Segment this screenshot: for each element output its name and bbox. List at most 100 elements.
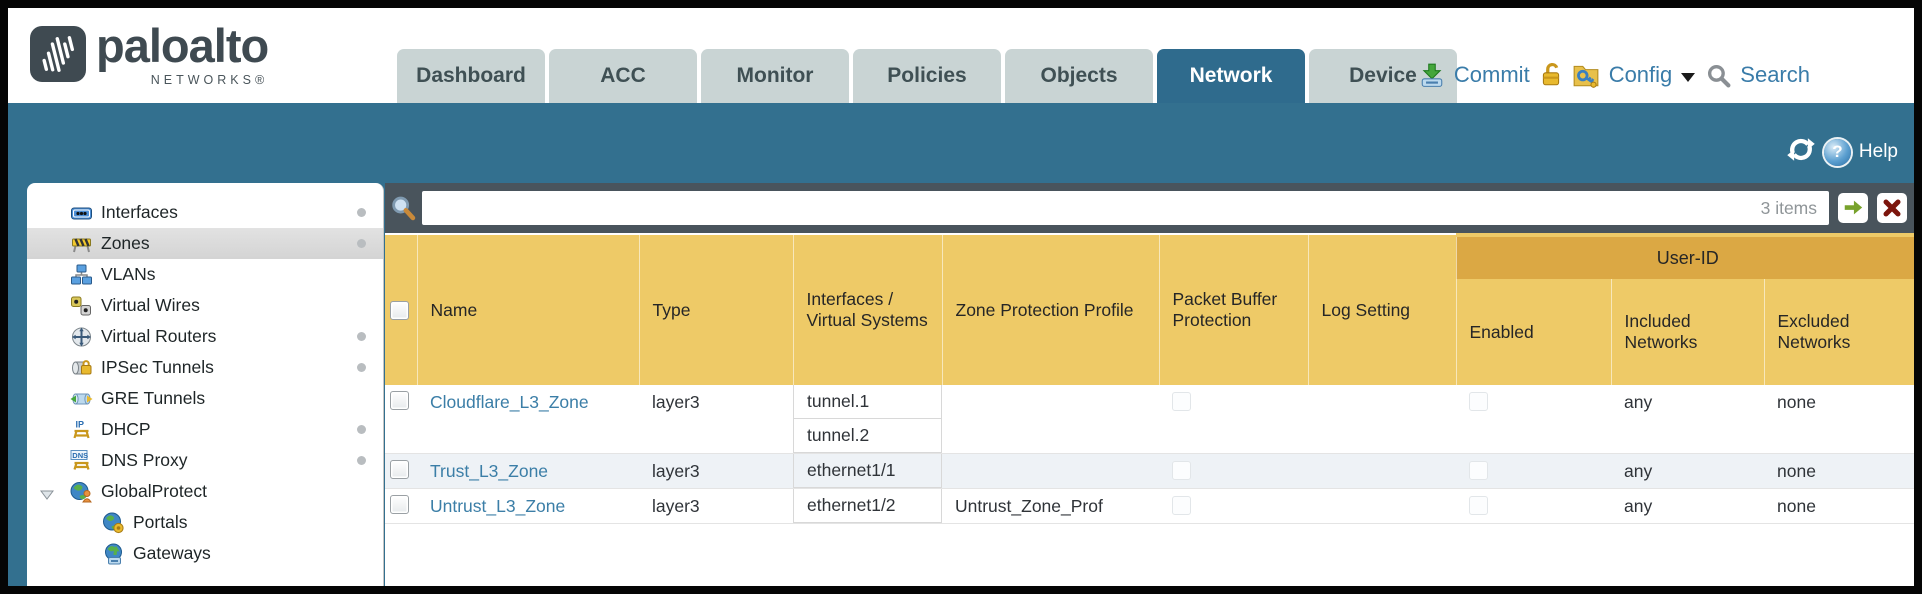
sidebar-item-gateways[interactable]: Gateways	[27, 538, 383, 569]
zone-protection-profile	[942, 385, 1159, 454]
config-dropdown-caret-icon[interactable]	[1681, 72, 1696, 82]
lock-icon[interactable]	[1539, 62, 1563, 88]
zones-icon	[69, 233, 93, 255]
brand-name: paloalto	[96, 19, 269, 72]
expander-triangle-icon[interactable]	[40, 485, 54, 506]
status-dot	[357, 239, 366, 248]
commit-button[interactable]: Commit	[1453, 62, 1530, 87]
sidebar-item-label: Zones	[101, 233, 150, 253]
refresh-icon[interactable]	[1786, 136, 1816, 168]
col-header-name[interactable]: Name	[417, 235, 640, 385]
svg-text:DNS: DNS	[72, 451, 88, 460]
sidebar-item-virtual-routers[interactable]: Virtual Routers	[27, 321, 383, 352]
sidebar-item-dns-proxy[interactable]: DNS DNS Proxy	[27, 445, 383, 476]
col-header-log-setting[interactable]: Log Setting	[1308, 235, 1457, 385]
filter-input[interactable]	[422, 191, 1829, 225]
search-button[interactable]: Search	[1740, 62, 1810, 87]
zone-protection-profile: Untrust_Zone_Prof	[955, 496, 1103, 516]
row-checkbox[interactable]	[390, 460, 409, 479]
sidebar-item-gre-tunnels[interactable]: GRE Tunnels	[27, 383, 383, 414]
col-header-enabled[interactable]: Enabled	[1456, 279, 1612, 385]
col-header-type[interactable]: Type	[639, 235, 794, 385]
arrow-right-icon	[1844, 200, 1863, 215]
help-label[interactable]: Help	[1858, 141, 1898, 162]
sidebar-item-label: DHCP	[101, 419, 151, 439]
sidebar-item-interfaces[interactable]: Interfaces	[27, 197, 383, 228]
zone-type: layer3	[652, 496, 700, 516]
select-all-checkbox[interactable]	[390, 300, 409, 320]
status-dot	[357, 208, 366, 217]
paloalto-logo: paloalto NETWORKS®	[30, 19, 269, 87]
sidebar-item-virtual-wires[interactable]: Virtual Wires	[27, 290, 383, 321]
virtual-wires-icon	[69, 295, 93, 317]
col-header-interfaces[interactable]: Interfaces / Virtual Systems	[793, 235, 943, 385]
apply-filter-button[interactable]	[1838, 193, 1868, 223]
included-networks: any	[1624, 461, 1653, 481]
gateways-icon	[101, 543, 125, 565]
included-networks: any	[1624, 496, 1653, 516]
help-icon[interactable]	[1823, 138, 1851, 166]
packet-buffer-protection-checkbox	[1172, 392, 1191, 411]
col-header-excluded-networks[interactable]: Excluded Networks	[1764, 279, 1914, 385]
zone-protection-profile	[942, 454, 1159, 489]
zone-interfaces: ethernet1/2	[793, 489, 942, 524]
sidebar-item-label: IPSec Tunnels	[101, 357, 214, 377]
row-checkbox[interactable]	[390, 391, 409, 410]
interface-cell: tunnel.1	[793, 385, 942, 419]
packet-buffer-protection-checkbox	[1172, 496, 1191, 515]
sidebar-item-vlans[interactable]: VLANs	[27, 259, 383, 290]
tab-device[interactable]: Device	[1309, 49, 1457, 103]
ipsec-tunnels-icon	[69, 357, 93, 379]
tab-acc[interactable]: ACC	[549, 49, 697, 103]
clear-filter-button[interactable]	[1877, 193, 1907, 223]
interfaces-icon	[69, 202, 93, 224]
sidebar-item-label: Virtual Wires	[101, 295, 200, 315]
config-icon[interactable]	[1572, 62, 1600, 88]
portals-icon	[101, 512, 125, 534]
sidebar: Interfaces Zones VLANs Virtual Wires Vir…	[27, 183, 384, 586]
sidebar-item-label: VLANs	[101, 264, 156, 284]
svg-text:IP: IP	[75, 419, 84, 429]
search-icon[interactable]	[1706, 63, 1731, 88]
main-panel: 3 items	[385, 183, 1914, 586]
tab-monitor[interactable]: Monitor	[701, 49, 849, 103]
tab-objects[interactable]: Objects	[1005, 49, 1153, 103]
zone-interfaces: ethernet1/1	[793, 454, 942, 489]
row-checkbox[interactable]	[390, 495, 409, 514]
tab-policies[interactable]: Policies	[853, 49, 1001, 103]
zone-name-link[interactable]: Cloudflare_L3_Zone	[430, 392, 589, 412]
brand-subtitle: NETWORKS®	[150, 73, 269, 87]
sidebar-item-label: DNS Proxy	[101, 450, 188, 470]
band-tools: Help	[1786, 136, 1898, 168]
table-row: Trust_L3_Zone layer3 ethernet1/1 any non…	[385, 453, 1914, 489]
filter-bar: 3 items	[385, 183, 1914, 233]
sidebar-item-label: Gateways	[133, 543, 211, 563]
vlans-icon	[69, 264, 93, 286]
status-dot	[357, 363, 366, 372]
col-group-user-id: User-ID	[1456, 233, 1914, 279]
interface-cell: ethernet1/1	[793, 454, 942, 488]
config-button[interactable]: Config	[1608, 62, 1673, 87]
sidebar-item-dhcp[interactable]: IP DHCP	[27, 414, 383, 445]
col-header-packet-buffer-protection[interactable]: Packet Buffer Protection	[1159, 235, 1309, 385]
sidebar-item-portals[interactable]: Portals	[27, 507, 383, 538]
sidebar-item-label: Interfaces	[101, 202, 178, 222]
log-setting	[1308, 454, 1456, 489]
zone-name-link[interactable]: Trust_L3_Zone	[430, 461, 549, 481]
sidebar-item-ipsec-tunnels[interactable]: IPSec Tunnels	[27, 352, 383, 383]
tab-dashboard[interactable]: Dashboard	[397, 49, 545, 103]
col-header-included-networks[interactable]: Included Networks	[1611, 279, 1765, 385]
sidebar-item-globalprotect[interactable]: GlobalProtect	[27, 476, 383, 507]
interface-cell: tunnel.2	[793, 418, 942, 453]
col-header-zone-protection-profile[interactable]: Zone Protection Profile	[942, 235, 1160, 385]
zone-name-link[interactable]: Untrust_L3_Zone	[430, 496, 566, 516]
clear-x-icon	[1883, 199, 1901, 217]
zones-table-area: Name Type Interfaces / Virtual Systems Z…	[385, 233, 1914, 586]
interface-cell: ethernet1/2	[793, 489, 942, 523]
tab-network[interactable]: Network	[1157, 49, 1305, 103]
sidebar-item-zones[interactable]: Zones	[27, 228, 383, 259]
sidebar-item-label: GlobalProtect	[101, 481, 208, 501]
commit-icon[interactable]	[1419, 62, 1445, 88]
